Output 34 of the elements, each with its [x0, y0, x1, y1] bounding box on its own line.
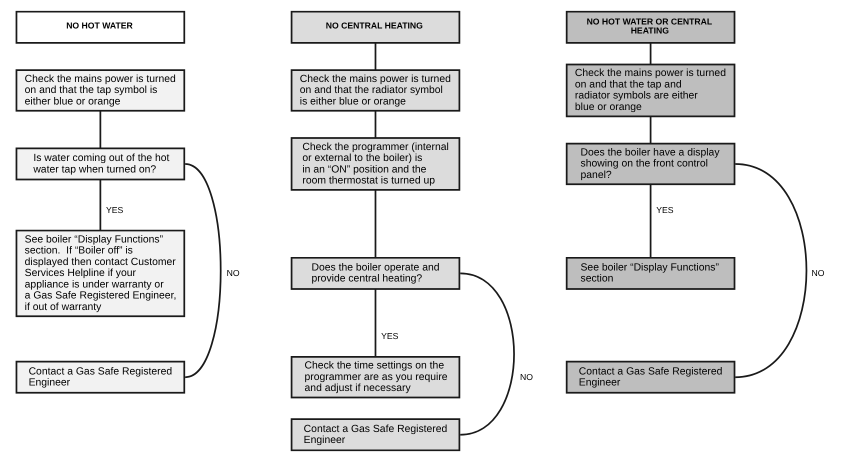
node-box: Is water coming out of the hot water tap when turned on? — [16, 148, 186, 180]
connector — [460, 272, 515, 436]
node-box: Check the mains power is turned on and that the tap symbol is either blue or orange — [16, 69, 186, 112]
edge-label: YES — [656, 204, 674, 215]
connector — [184, 163, 222, 378]
edge-label: NO — [226, 268, 240, 278]
node-box: Does the boiler have a display showing on the front control panel? — [566, 142, 736, 186]
connector — [650, 184, 652, 258]
node-box: NO HOT WATER — [16, 10, 186, 44]
connector — [735, 163, 808, 378]
edge-label: NO — [812, 268, 824, 278]
connector — [374, 110, 376, 138]
connector — [650, 116, 652, 144]
connector — [100, 180, 102, 230]
node-box: Check the mains power is turned on and that the radiator symbol is either blue or orange — [290, 69, 460, 112]
node-box: NO HOT WATER OR CENTRAL HEATING — [566, 10, 736, 44]
connector — [650, 43, 652, 64]
node-box: Contact a Gas Safe Registered Engineer — [290, 418, 460, 452]
node-box: Check the time settings on the programmer are as you require and adjust if necessary — [290, 356, 460, 398]
node-box: NO CENTRAL HEATING — [290, 10, 460, 44]
edge-label: YES — [381, 331, 398, 342]
node-box: See boiler “Display Functions” section — [566, 256, 736, 290]
edge-label: YES — [106, 204, 124, 215]
connector — [374, 190, 376, 258]
node-box: Does the boiler operate and provide central heating? — [290, 256, 460, 290]
node-box: Check the programmer (internal or external to the boiler) is in an “ON” position and the room thermostat is turned up — [290, 137, 460, 191]
connector — [374, 43, 376, 70]
edge-label: NO — [520, 372, 533, 382]
node-box: Contact a Gas Safe Registered Engineer — [16, 360, 186, 394]
node-box: Contact a Gas Safe Registered Engineer — [566, 360, 736, 394]
node-box: See boiler “Display Functions” section. If “Boiler off” is displayed then contact Customer Services Helpline if your appliance is under warranty or a Gas Safe Registered Engineer, if out of warranty — [16, 230, 186, 318]
node-box: Check the mains power is turned on and that the tap and radiator symbols are either blue or orange — [566, 64, 736, 118]
connector — [100, 110, 102, 148]
connector — [374, 289, 376, 357]
